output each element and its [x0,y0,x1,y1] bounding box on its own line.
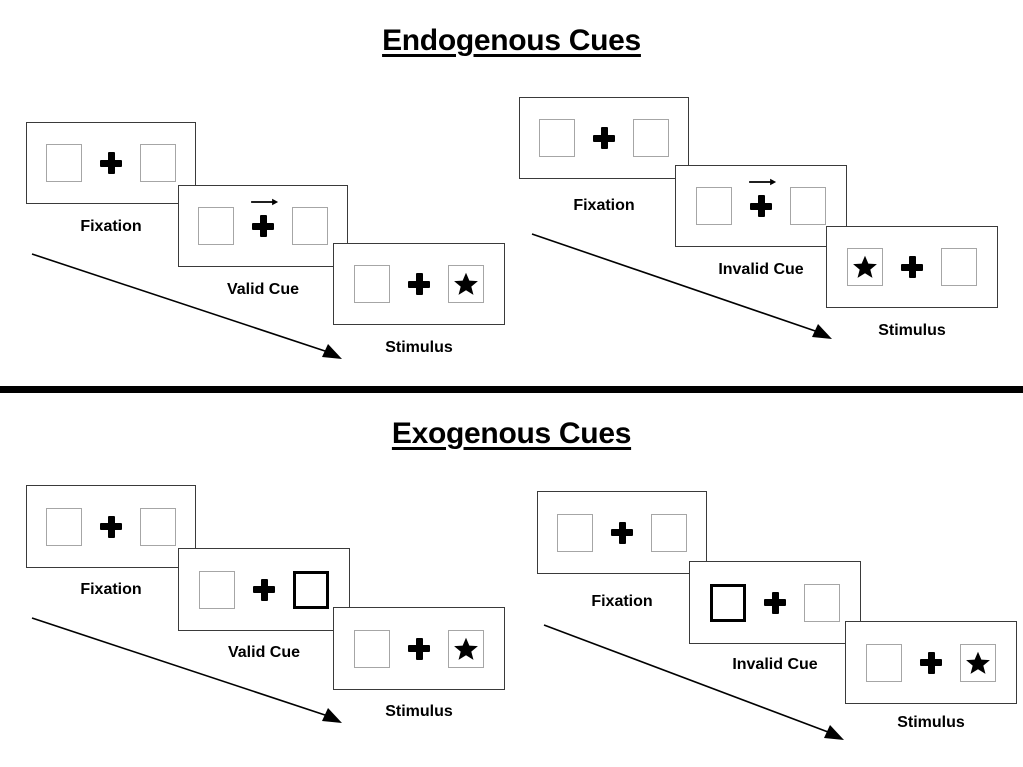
right-box-target [448,265,484,303]
panel-endogenous-invalid-stimulus [826,226,998,308]
fixation-center [404,273,434,295]
label-endogenous-invalid-stimulus: Stimulus [878,322,946,339]
label-endogenous-valid-cue: Valid Cue [226,281,300,298]
plus-icon [901,256,923,278]
label-exogenous-invalid-stimulus: Stimulus [897,714,965,731]
fixation-center [589,127,619,149]
panel-exogenous-invalid-stimulus [845,621,1017,704]
section-title-exogenous: Exogenous Cues [391,417,632,450]
left-box [46,144,82,182]
fixation-center [249,578,279,601]
right-box [140,144,176,182]
fixation-center [760,591,790,614]
endogenous-valid-time-arrow [31,253,342,359]
star-icon [454,637,478,660]
panel-exogenous-valid-stimulus [333,607,505,690]
label-endogenous-valid-stimulus: Stimulus [385,339,453,356]
left-box [199,570,235,609]
arrow-right-icon [251,198,279,206]
right-box [651,513,687,552]
left-box [539,119,575,157]
right-box-target [448,629,484,668]
fixation-center [916,651,946,674]
plus-icon [920,651,942,674]
panel-exogenous-valid-cue [178,548,350,631]
exogenous-invalid-time-arrow [543,624,844,740]
endogenous-invalid-time-arrow [531,233,832,339]
plus-icon [408,273,430,295]
left-box [198,207,234,245]
fixation-center [897,256,927,278]
right-box [140,507,176,546]
plus-icon [764,591,786,614]
panel-endogenous-valid-cue [178,185,348,267]
fixation-center [404,637,434,660]
panel-exogenous-valid-fixation [26,485,196,568]
left-box [46,507,82,546]
right-box [790,187,826,225]
fixation-center [746,178,777,217]
plus-icon [611,521,633,544]
left-box [696,187,732,225]
plus-icon [252,215,274,237]
label-exogenous-valid-stimulus: Stimulus [385,703,453,720]
section-title-endogenous: Endogenous Cues [382,24,641,57]
plus-icon [750,195,772,217]
label-endogenous-invalid-fixation: Fixation [573,197,635,214]
panel-endogenous-invalid-fixation [519,97,689,179]
left-box [557,513,593,552]
label-exogenous-valid-cue: Valid Cue [227,644,301,661]
plus-icon [593,127,615,149]
fixation-center [607,521,637,544]
right-box [633,119,669,157]
plus-icon [253,578,275,601]
panel-exogenous-invalid-fixation [537,491,707,574]
right-box [804,583,840,622]
plus-icon [408,637,430,660]
left-box-target [847,248,883,286]
label-exogenous-invalid-cue: Invalid Cue [732,656,818,673]
fixation-center [96,515,126,538]
label-exogenous-invalid-fixation: Fixation [591,593,653,610]
fixation-center [248,198,279,237]
right-box-cued [293,570,329,609]
star-icon [966,651,990,674]
left-box [354,265,390,303]
plus-icon [100,515,122,538]
label-exogenous-valid-fixation: Fixation [80,581,142,598]
right-box [292,207,328,245]
panel-endogenous-invalid-cue [675,165,847,247]
label-endogenous-valid-fixation: Fixation [80,218,142,235]
section-divider [0,386,1023,393]
left-box [354,629,390,668]
arrow-right-icon [749,178,777,186]
plus-icon [100,152,122,174]
label-endogenous-invalid-cue: Invalid Cue [718,261,804,278]
panel-endogenous-valid-stimulus [333,243,505,325]
right-box [941,248,977,286]
exogenous-valid-time-arrow [31,617,342,723]
panel-endogenous-valid-fixation [26,122,196,204]
left-box [866,643,902,682]
panel-exogenous-invalid-cue [689,561,861,644]
right-box-target [960,643,996,682]
star-icon [454,272,478,295]
fixation-center [96,152,126,174]
left-box-cued [710,583,746,622]
star-icon [853,255,877,278]
